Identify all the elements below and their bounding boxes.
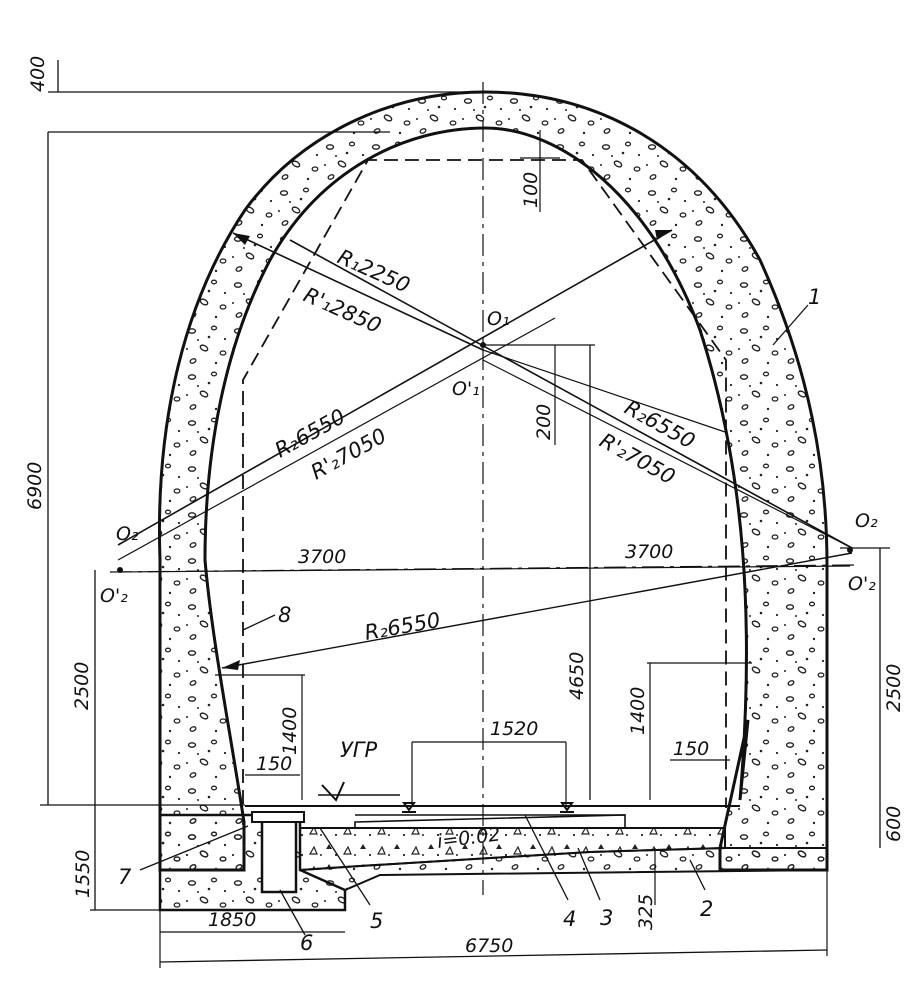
callout-7: 7: [118, 865, 132, 889]
callout-2: 2: [700, 897, 713, 921]
label-1400-left: 1400: [279, 707, 301, 755]
r1-arrow: [233, 233, 250, 245]
callout-5: 5: [370, 909, 383, 933]
label-6900: 6900: [24, 462, 46, 510]
leader-1: [772, 304, 809, 346]
label-o1: O₁: [487, 308, 510, 330]
rail-left: [402, 802, 416, 813]
center-o2-left-marker: [117, 567, 123, 573]
leader-5: [319, 827, 371, 906]
label-4650: 4650: [566, 652, 588, 700]
dim-3700-line: [119, 565, 851, 573]
leader-4: [524, 814, 569, 901]
label-o1-prime: O'₁: [452, 378, 480, 400]
leader-3: [577, 847, 601, 901]
center-o1-marker: [480, 342, 486, 348]
radius-r2-lower: [221, 552, 853, 669]
label-r1-inner: R₁2250: [334, 245, 414, 298]
label-100: 100: [520, 172, 542, 208]
label-150-right: 150: [673, 738, 709, 760]
drain-channel: [260, 818, 298, 894]
drain-cover: [251, 811, 305, 823]
label-1850: 1850: [208, 909, 256, 931]
radius-r2-right-a: [289, 239, 853, 549]
leader-2: [689, 859, 706, 891]
label-o2-right-prime: O'₂: [848, 573, 876, 595]
label-2500-left: 2500: [71, 662, 93, 710]
ugr-arrow: [321, 781, 345, 802]
leader-6: [279, 889, 306, 936]
label-2500-right: 2500: [883, 664, 905, 712]
radius-r2-right-b: [482, 359, 853, 549]
label-3700-left: 3700: [298, 546, 346, 568]
label-o2-left: O₂: [116, 523, 139, 545]
callout-6: 6: [300, 931, 313, 955]
callout-4: 4: [563, 907, 576, 931]
callout-8: 8: [278, 603, 291, 627]
rail-right: [560, 802, 574, 813]
label-o2-right: O₂: [855, 510, 878, 532]
label-ugr: УГР: [340, 738, 377, 762]
leader-7: [139, 825, 249, 871]
ballast-layer: [354, 814, 626, 829]
leader-8: [242, 614, 276, 631]
label-325: 325: [635, 894, 657, 930]
label-3700-right: 3700: [625, 541, 673, 563]
radius-r2-left-b: [117, 317, 556, 561]
clearance-gauge: [242, 159, 727, 825]
label-400: 400: [27, 56, 49, 92]
label-1520: 1520: [490, 718, 538, 740]
dim-6750-line: [159, 949, 828, 963]
label-1550: 1550: [72, 850, 94, 898]
callout-3: 3: [600, 906, 613, 930]
r2-lower-arrow: [222, 660, 240, 670]
label-600: 600: [883, 806, 905, 842]
label-200: 200: [533, 404, 555, 440]
label-o2-left-prime: O'₂: [100, 585, 128, 607]
callout-1: 1: [808, 285, 821, 309]
radius-r1-line: [232, 232, 484, 351]
center-o2-right-marker: [847, 547, 853, 553]
radius-r1-extension: [482, 349, 726, 433]
label-1400-right: 1400: [627, 687, 649, 735]
radius-r2-left-a: [117, 229, 673, 546]
label-r1-outer: R'₁2850: [300, 283, 385, 338]
label-150-left: 150: [256, 753, 292, 775]
label-6750: 6750: [465, 935, 513, 957]
r2-arrow: [655, 230, 672, 240]
label-r2-lower: R₂6550: [363, 608, 442, 645]
